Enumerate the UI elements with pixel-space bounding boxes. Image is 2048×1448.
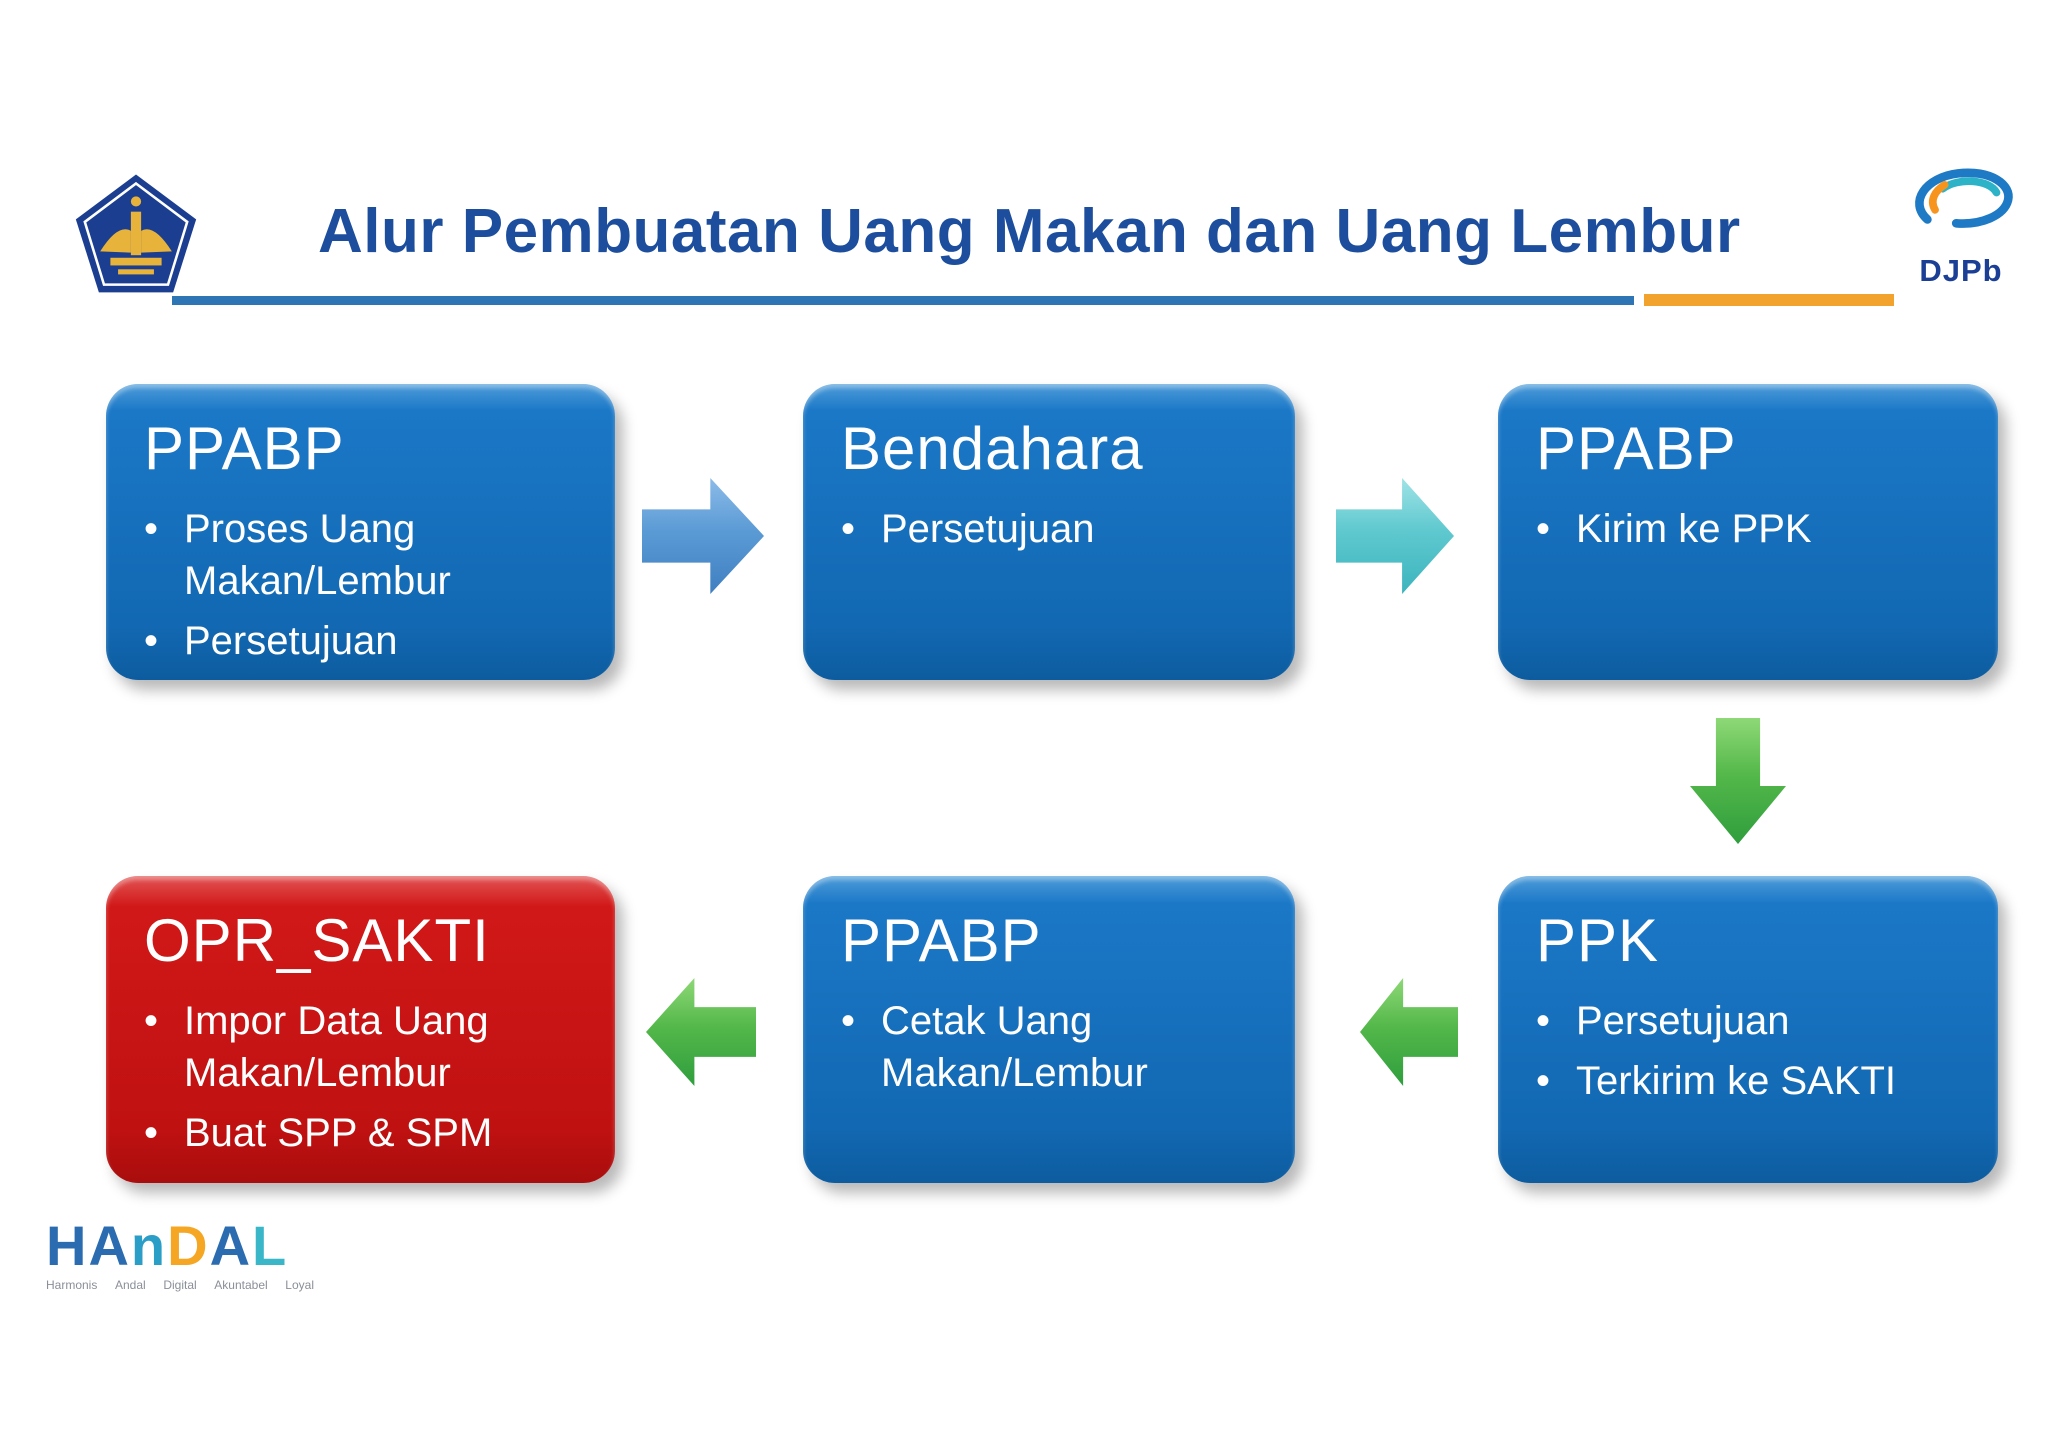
box-bullet: Persetujuan — [1536, 995, 1960, 1047]
flow-box-ppabp-3: PPABP Cetak Uang Makan/Lembur — [803, 876, 1295, 1183]
box-bullet-text: Persetujuan — [881, 507, 1095, 551]
flow-box-opr-sakti: OPR_SAKTI Impor Data Uang Makan/Lembur B… — [106, 876, 615, 1183]
kemenkeu-logo-icon — [70, 172, 202, 300]
arrow-left-green-icon — [646, 978, 756, 1086]
box-bullet: Kirim ke PPK — [1536, 503, 1960, 555]
flow-box-bendahara: Bendahara Persetujuan — [803, 384, 1295, 680]
box-title: PPABP — [144, 415, 345, 482]
title-underline-yellow — [1644, 294, 1894, 306]
arrow-right-teal-icon — [1336, 478, 1454, 594]
box-bullet: Cetak Uang Makan/Lembur — [841, 995, 1257, 1099]
handal-word: Digital — [163, 1278, 197, 1292]
box-bullet-list: Persetujuan — [841, 503, 1257, 555]
handal-letter: H — [46, 1214, 89, 1277]
box-bullet-list: Proses Uang Makan/Lembur Persetujuan — [144, 503, 577, 667]
box-bullet: Proses Uang Makan/Lembur — [144, 503, 577, 607]
kemenkeu-pentagon-icon — [75, 174, 197, 293]
box-bullet: Terkirim ke SAKTI — [1536, 1055, 1960, 1107]
box-bullet-text: Buat SPP & SPM — [184, 1111, 493, 1155]
handal-logo: H A n D A L Harmonis Andal Digital Akunt… — [46, 1218, 318, 1293]
arrow-down-green-icon — [1690, 718, 1786, 844]
handal-letter: A — [209, 1214, 253, 1277]
box-title: PPK — [1536, 907, 1660, 974]
djpb-swoosh-icon — [1915, 168, 2013, 228]
title-underline-blue — [172, 296, 1634, 305]
box-bullet: Buat SPP & SPM — [144, 1107, 577, 1159]
box-bullet-list: Kirim ke PPK — [1536, 503, 1960, 555]
djpb-logo: DJPb — [1886, 158, 2036, 289]
box-title: OPR_SAKTI — [144, 907, 490, 974]
handal-logo-text: H A n D A L — [46, 1218, 318, 1274]
handal-letter: D — [167, 1214, 210, 1277]
box-bullet-text: Proses Uang Makan/Lembur — [184, 507, 451, 603]
box-bullet: Impor Data Uang Makan/Lembur — [144, 995, 577, 1099]
handal-word: Andal — [114, 1278, 146, 1292]
box-bullet-text: Persetujuan — [1576, 999, 1790, 1043]
handal-letter: n — [130, 1214, 168, 1277]
flow-box-ppk: PPK Persetujuan Terkirim ke SAKTI — [1498, 876, 1998, 1183]
box-bullet-list: Persetujuan Terkirim ke SAKTI — [1536, 995, 1960, 1107]
djpb-logo-text: DJPb — [1919, 253, 2003, 288]
box-bullet: Persetujuan — [841, 503, 1257, 555]
box-bullet-list: Impor Data Uang Makan/Lembur Buat SPP & … — [144, 995, 577, 1159]
handal-values: Harmonis Andal Digital Akuntabel Loyal — [46, 1278, 314, 1292]
box-bullet-text: Terkirim ke SAKTI — [1576, 1059, 1897, 1103]
box-bullet: Persetujuan — [144, 615, 577, 667]
box-bullet-text: Impor Data Uang Makan/Lembur — [184, 999, 489, 1095]
handal-word: Akuntabel — [214, 1278, 268, 1292]
handal-letter: A — [88, 1214, 131, 1277]
flow-box-ppabp-1: PPABP Proses Uang Makan/Lembur Persetuju… — [106, 384, 615, 680]
arrow-right-blue-icon — [642, 478, 764, 594]
box-title: Bendahara — [841, 415, 1144, 482]
handal-word: Harmonis — [46, 1278, 98, 1292]
handal-word: Loyal — [285, 1278, 314, 1292]
box-bullet-list: Cetak Uang Makan/Lembur — [841, 995, 1257, 1099]
box-title: PPABP — [841, 907, 1042, 974]
box-bullet-text: Kirim ke PPK — [1576, 507, 1812, 551]
page-title: Alur Pembuatan Uang Makan dan Uang Lembu… — [318, 197, 1741, 266]
handal-letter: L — [252, 1214, 289, 1277]
arrow-left-green-icon — [1360, 978, 1458, 1086]
box-title: PPABP — [1536, 415, 1737, 482]
box-bullet-text: Cetak Uang Makan/Lembur — [881, 999, 1148, 1095]
box-bullet-text: Persetujuan — [184, 619, 398, 663]
flow-box-ppabp-2: PPABP Kirim ke PPK — [1498, 384, 1998, 680]
